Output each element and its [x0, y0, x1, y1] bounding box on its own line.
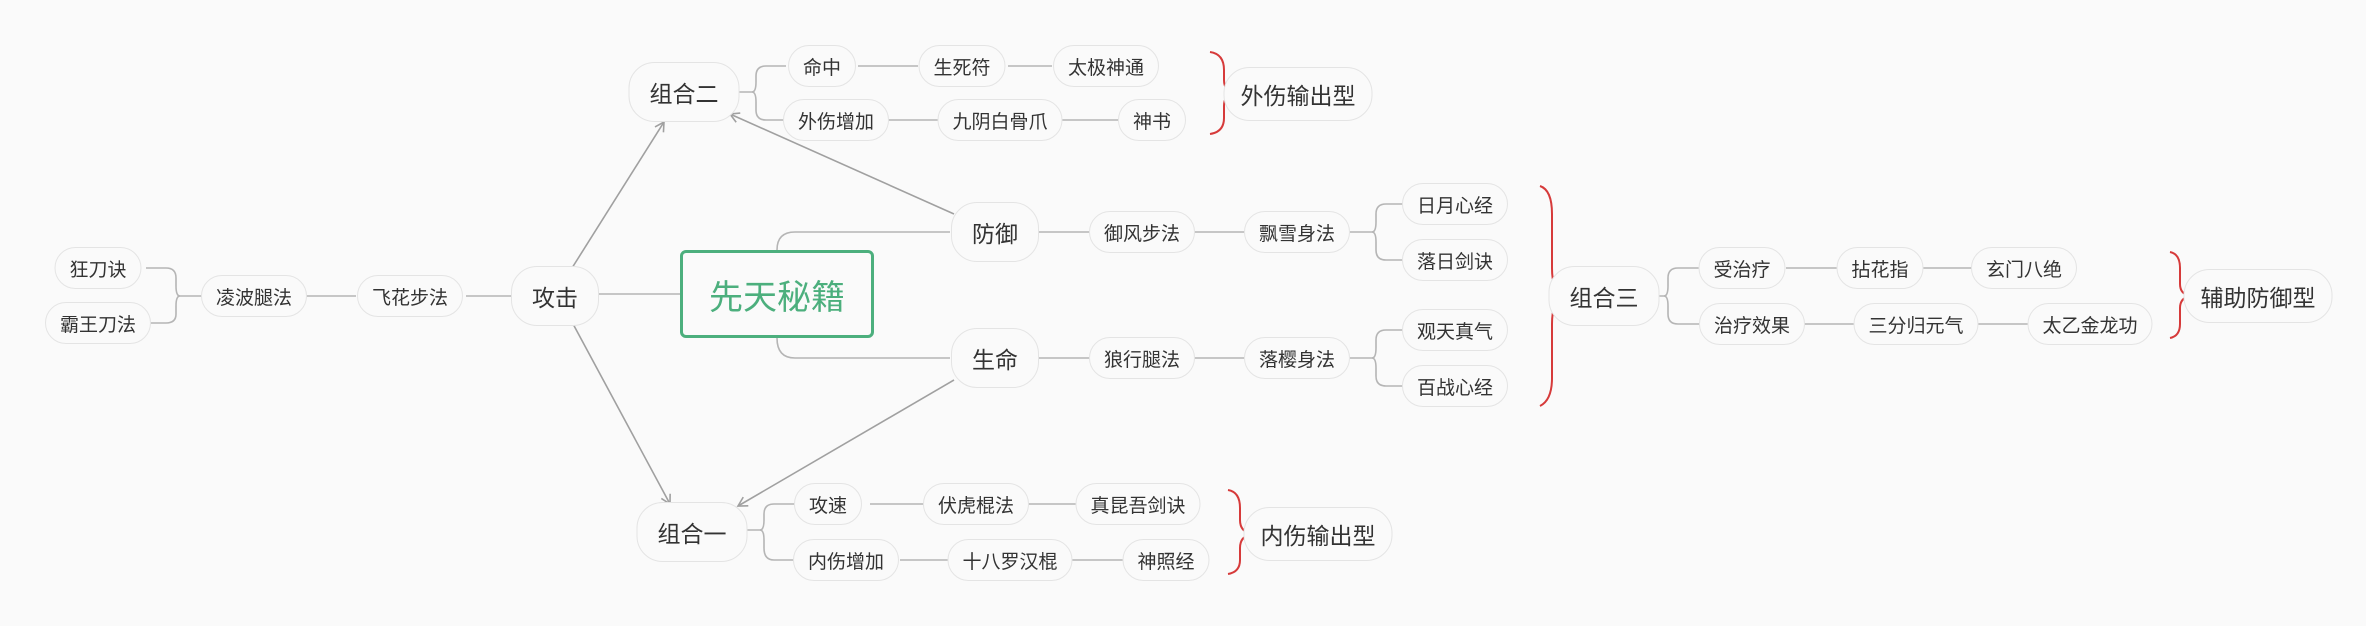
combo-two-row1-c[interactable]: 太极神通	[1052, 45, 1160, 87]
node-baizhan[interactable]: 百战心经	[1401, 365, 1509, 407]
link-piaoxue-riyue	[1350, 203, 1404, 233]
node-luori[interactable]: 落日剑诀	[1401, 239, 1509, 281]
node-riyue[interactable]: 日月心经	[1401, 183, 1509, 225]
branch-defense[interactable]: 防御	[951, 202, 1039, 262]
arrow-attack-combo2	[571, 120, 665, 269]
combo-one-row1-a[interactable]: 攻速	[793, 483, 863, 525]
combo-three-row1-b[interactable]: 拈花指	[1836, 247, 1924, 289]
node-luoying[interactable]: 落樱身法	[1243, 337, 1351, 379]
combo-two-row2-b[interactable]: 九阴白骨爪	[937, 99, 1063, 141]
combo-two-row1-a[interactable]: 命中	[787, 45, 857, 87]
combo-one-row2-c[interactable]: 神照经	[1122, 539, 1210, 581]
link-c3-row1	[1646, 267, 1700, 297]
link-piaoxue-luori	[1371, 231, 1404, 261]
combo-one-row2-a[interactable]: 内伤增加	[792, 539, 900, 581]
node-kuangdao[interactable]: 狂刀诀	[54, 247, 142, 289]
type-support-defense[interactable]: 辅助防御型	[2183, 269, 2333, 323]
node-lingbo[interactable]: 凌波腿法	[200, 275, 308, 317]
combo-three-row2-a[interactable]: 治疗效果	[1698, 303, 1806, 345]
link-luoying-guantian	[1350, 329, 1404, 359]
combo-two-row2-a[interactable]: 外伤增加	[782, 99, 890, 141]
branch-attack[interactable]: 攻击	[511, 266, 599, 326]
combo-two-row1-b[interactable]: 生死符	[918, 45, 1006, 87]
arrow-defense-combo2	[728, 112, 955, 215]
link-root-life	[776, 337, 950, 359]
combo-one-row1-b[interactable]: 伏虎棍法	[922, 483, 1030, 525]
link-lingbo-kuang	[146, 267, 204, 297]
combo-three[interactable]: 组合三	[1548, 266, 1660, 326]
arrow-attack-combo1	[571, 321, 671, 506]
combo-two-row2-c[interactable]: 神书	[1117, 99, 1187, 141]
link-c1-row2	[759, 529, 794, 561]
link-c2-row2	[751, 91, 786, 121]
root-topic[interactable]: 先天秘籍	[680, 250, 874, 338]
combo-two[interactable]: 组合二	[628, 62, 740, 122]
combo-one[interactable]: 组合一	[636, 502, 748, 562]
link-c2-row1	[734, 65, 786, 93]
link-luoying-baizhan	[1371, 357, 1404, 387]
node-guantian[interactable]: 观天真气	[1401, 309, 1509, 351]
combo-three-row2-c[interactable]: 太乙金龙功	[2027, 303, 2153, 345]
node-yufeng[interactable]: 御风步法	[1088, 211, 1196, 253]
node-piaoxue[interactable]: 飘雪身法	[1243, 211, 1351, 253]
node-bawang[interactable]: 霸王刀法	[44, 302, 152, 344]
link-lingbo-bawang	[146, 295, 181, 324]
type-external-damage[interactable]: 外伤输出型	[1223, 67, 1373, 121]
node-langxing[interactable]: 狼行腿法	[1088, 337, 1196, 379]
branch-life[interactable]: 生命	[951, 328, 1039, 388]
combo-three-row2-b[interactable]: 三分归元气	[1853, 303, 1979, 345]
node-feihua[interactable]: 飞花步法	[356, 275, 464, 317]
combo-three-row1-c[interactable]: 玄门八绝	[1970, 247, 2078, 289]
combo-three-row1-a[interactable]: 受治疗	[1698, 247, 1786, 289]
type-internal-damage[interactable]: 内伤输出型	[1243, 507, 1393, 561]
arrow-life-combo1	[736, 379, 955, 507]
link-c1-row1	[742, 503, 794, 531]
link-c3-row2	[1663, 295, 1700, 325]
combo-one-row1-c[interactable]: 真昆吾剑诀	[1075, 483, 1201, 525]
combo-one-row2-b[interactable]: 十八罗汉棍	[947, 539, 1073, 581]
link-root-defense	[776, 231, 950, 251]
